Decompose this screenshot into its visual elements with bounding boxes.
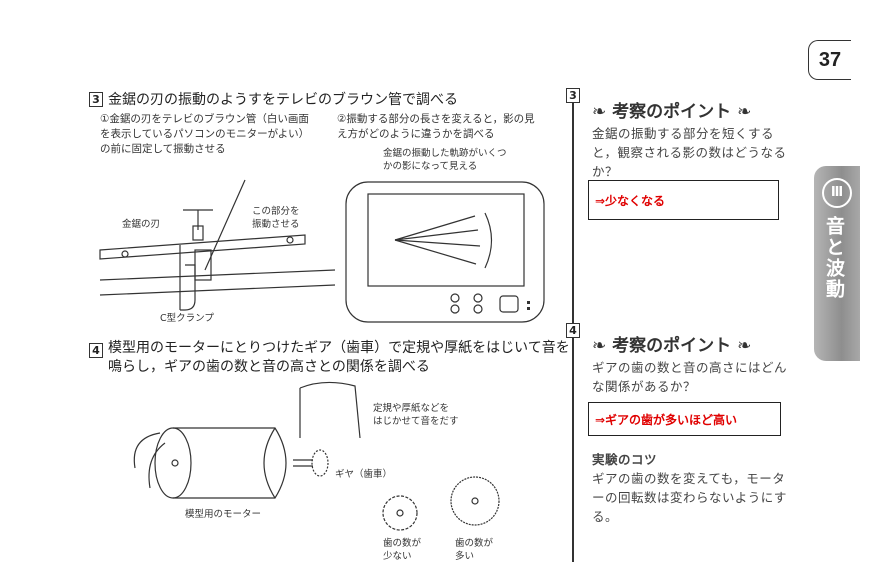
chapter-title: 音と波動 [823,216,845,300]
motor-gear-illustration [133,381,500,531]
label-blade: 金鋸の刃 [122,219,161,230]
leaf-icon: ❧ [737,336,752,356]
chapter-number: Ⅲ [822,178,852,208]
right-4-heading: ❧ 考察のポイント ❧ [592,336,752,356]
label-gear: ギヤ（歯車） [335,469,393,480]
section-3-step1: ①金鋸の刃をテレビのブラウン管（白い画面 を表示しているパソコンのモニターがよい… [100,113,310,155]
section-4-title: 模型用のモーターにとりつけたギア（歯車）で定規や厚紙をはじいて音を 鳴らし，ギア… [108,340,570,375]
leaf-icon: ❧ [737,102,752,122]
monitor-illustration [345,181,545,323]
section-4-number: 4 [89,343,103,358]
label-trace: 金鋸の振動した軌跡がいくつ かの影になって見える [383,148,507,172]
label-ruler: 定規や厚紙などを はじかせて音をだす [373,403,459,427]
section-3-title: 金鋸の刃の振動のようすをテレビのブラウン管で調べる [108,92,458,108]
right-4-tips-title: 実験のコツ [592,452,658,467]
section-3-step2: ②振動する部分の長さを変えると，影の見 え方がどのように違うかを調べる [337,113,535,140]
label-c-clamp: C型クランプ [160,313,214,324]
chapter-side-tab: Ⅲ 音と波動 [814,166,860,361]
right-3-answer-box: ⇒少なくなる [588,180,779,220]
page-number: 37 [808,40,851,80]
clamp-illustration [99,179,336,311]
right-4-answer-box: ⇒ギアの歯が多いほど高い [588,402,781,436]
right-4-number: 4 [566,323,580,338]
leaf-icon: ❧ [592,336,607,356]
right-3-answer: ⇒少なくなる [595,194,666,208]
leaf-icon: ❧ [592,102,607,122]
label-many-teeth: 歯の数が 多い [455,538,494,562]
right-3-question: 金鋸の振動する部分を短くする と，観察される影の数はどうなる か？ [592,126,787,179]
label-vibrate-part: この部分を 振動させる [252,206,300,230]
section-3-number: 3 [89,92,103,107]
label-few-teeth: 歯の数が 少ない [383,538,422,562]
right-4-answer: ⇒ギアの歯が多いほど高い [595,413,738,427]
right-3-heading: ❧ 考察のポイント ❧ [592,102,752,122]
right-4-tips: ギアの歯の数を変えても，モータ ーの回転数は変わらないようにす る。 [592,471,787,524]
right-3-number: 3 [566,88,580,103]
right-4-question: ギアの歯の数と音の高さにはどん な関係があるか？ [592,360,788,394]
label-motor: 模型用のモーター [185,509,262,520]
